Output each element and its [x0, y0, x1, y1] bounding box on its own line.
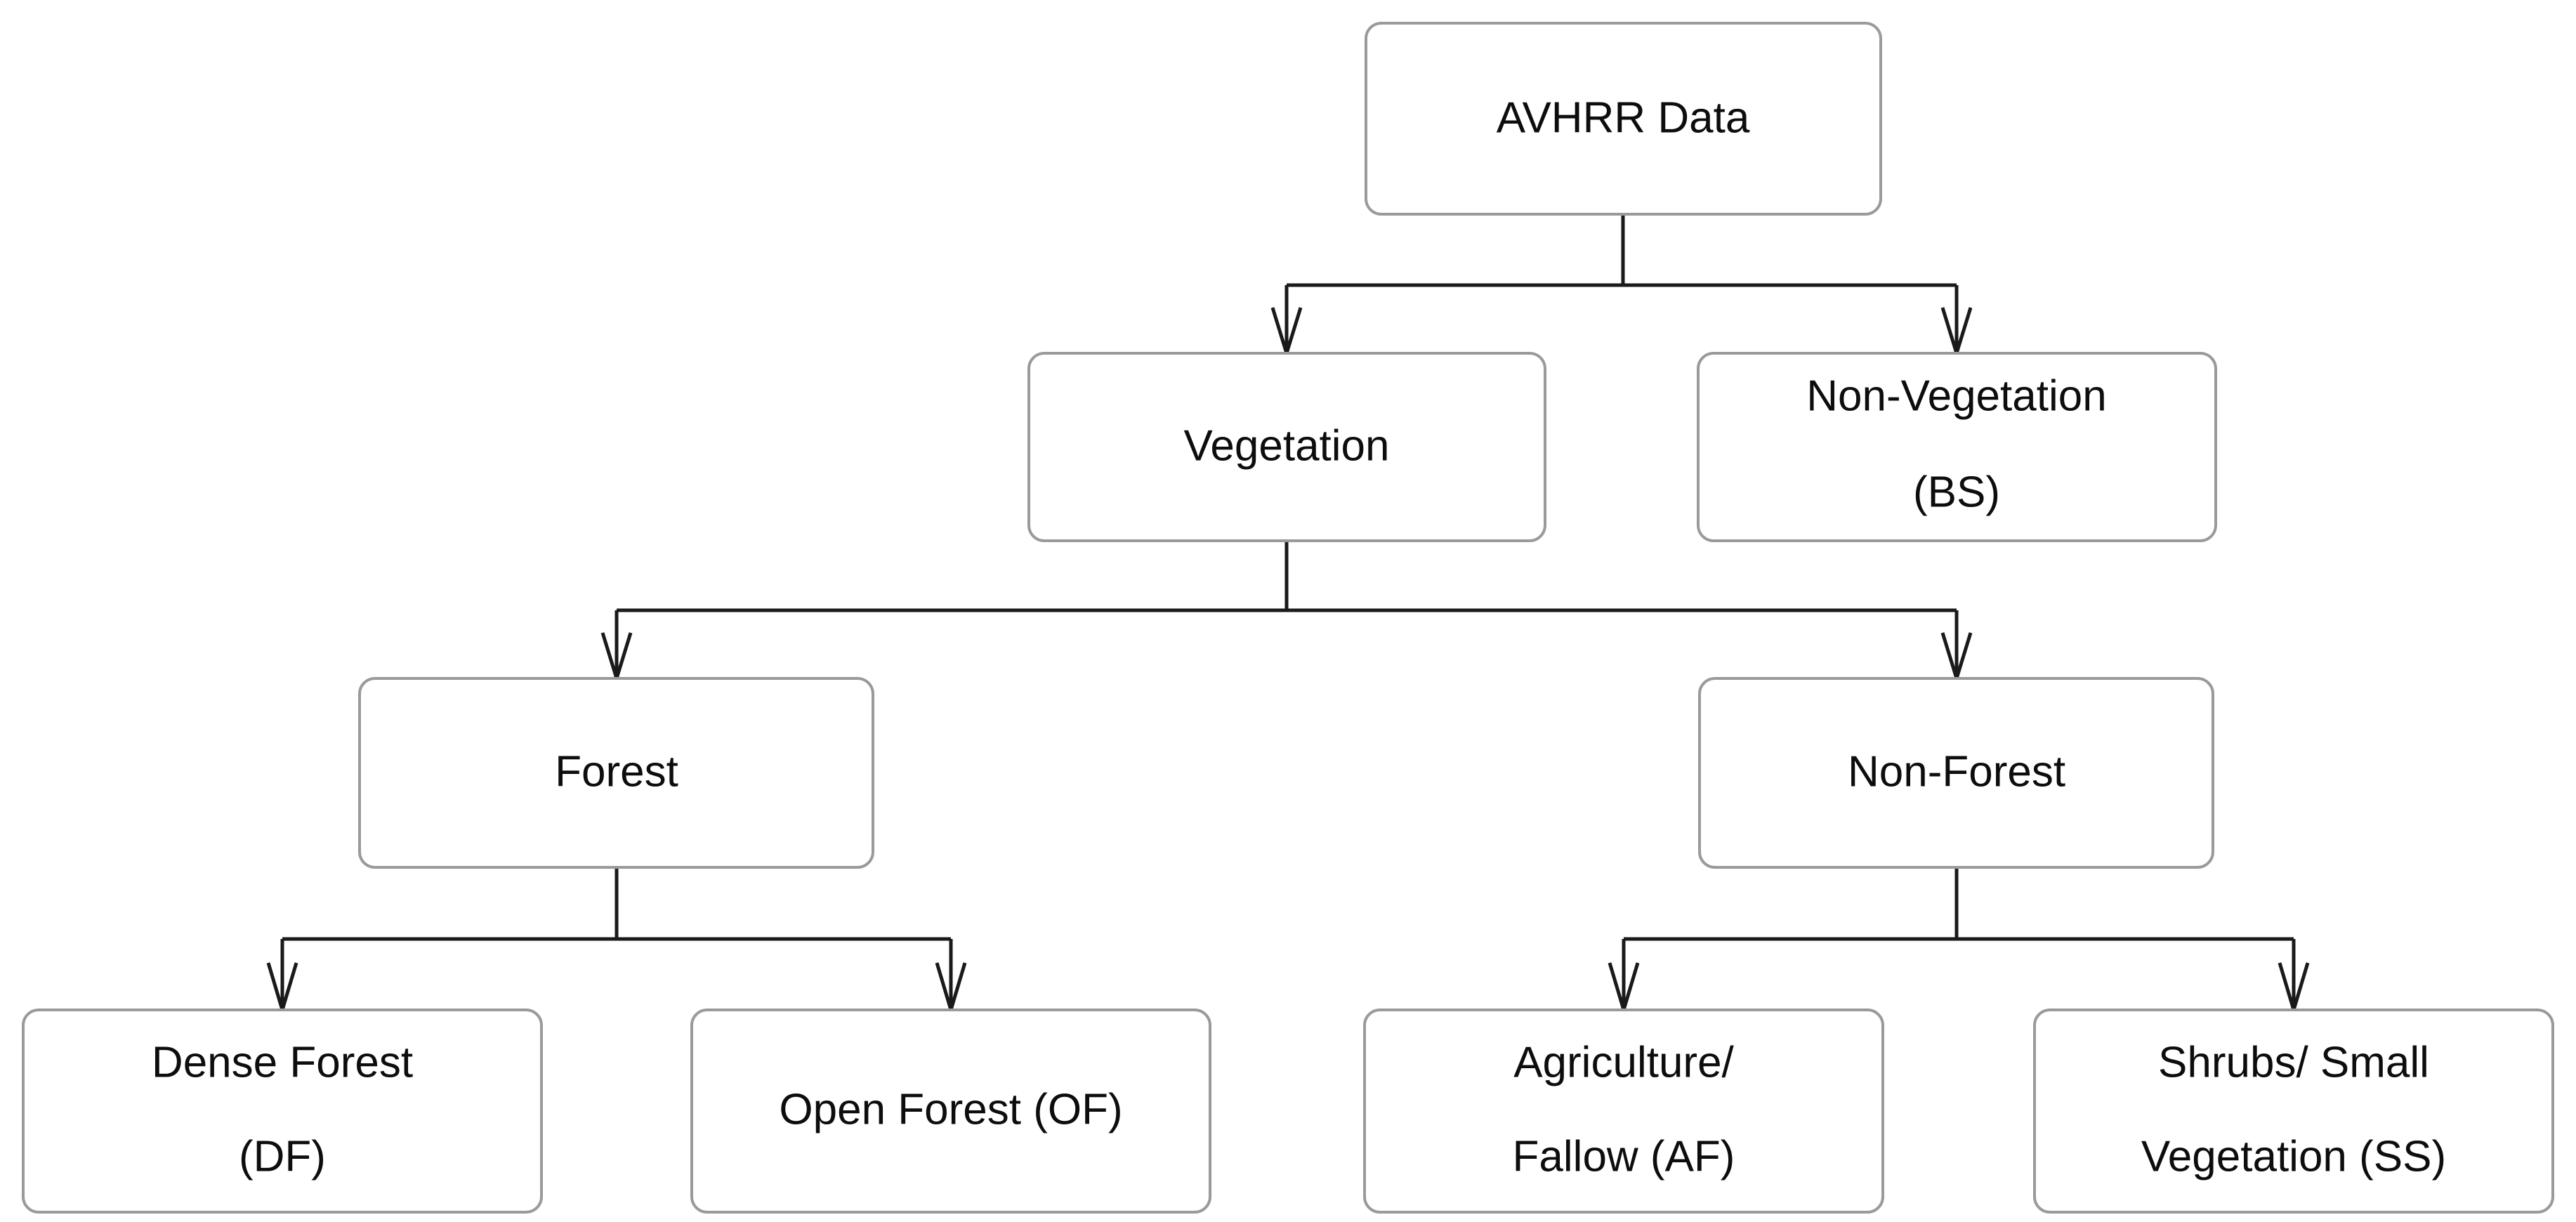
node-box-forest[interactable] — [358, 677, 874, 869]
node-label-vegetation: Vegetation — [1183, 421, 1389, 470]
branch-from-forest — [266, 867, 967, 1016]
node-box-shrubs-small-vegetation[interactable] — [2033, 1009, 2554, 1214]
node-vegetation[interactable]: Vegetation — [1027, 352, 1546, 542]
connector-layer — [266, 214, 2310, 1016]
node-label-dense-forest-line1: Dense Forest — [152, 1038, 413, 1086]
node-avhrr[interactable]: AVHRR Data — [1365, 22, 1882, 216]
node-box-dense-forest[interactable] — [22, 1009, 543, 1214]
node-dense-forest[interactable]: Dense Forest (DF) — [22, 1009, 543, 1214]
node-non-vegetation[interactable]: Non-Vegetation (BS) — [1697, 352, 2217, 542]
node-box-non-forest[interactable] — [1698, 677, 2214, 869]
node-label-agriculture-fallow-line2: Fallow (AF) — [1513, 1132, 1735, 1181]
node-agriculture-fallow[interactable]: Agriculture/ Fallow (AF) — [1363, 1009, 1884, 1214]
node-box-agriculture-fallow[interactable] — [1363, 1009, 1884, 1214]
node-box-vegetation[interactable] — [1027, 352, 1546, 542]
node-label-non-vegetation-line1: Non-Vegetation — [1806, 372, 2106, 420]
branch-from-non-forest — [1608, 867, 2310, 1016]
node-label-non-forest: Non-Forest — [1848, 747, 2065, 796]
node-label-forest: Forest — [555, 747, 678, 796]
node-label-non-vegetation-line2: (BS) — [1913, 468, 2000, 516]
node-non-forest[interactable]: Non-Forest — [1698, 677, 2214, 869]
node-label-shrubs-small-vegetation-line2: Vegetation (SS) — [2141, 1132, 2446, 1181]
node-box-avhrr[interactable] — [1365, 22, 1882, 216]
node-layer: AVHRR Data Vegetation Non-Vegetation (BS… — [22, 22, 2554, 1214]
node-label-open-forest: Open Forest (OF) — [779, 1085, 1122, 1134]
node-shrubs-small-vegetation[interactable]: Shrubs/ Small Vegetation (SS) — [2033, 1009, 2554, 1214]
node-box-open-forest[interactable] — [690, 1009, 1211, 1214]
node-box-non-vegetation[interactable] — [1697, 352, 2217, 542]
branch-from-avhrr — [1270, 214, 1973, 360]
node-label-agriculture-fallow-line1: Agriculture/ — [1513, 1038, 1734, 1086]
node-label-dense-forest-line2: (DF) — [239, 1132, 326, 1181]
node-forest[interactable]: Forest — [358, 677, 874, 869]
node-label-shrubs-small-vegetation-line1: Shrubs/ Small — [2158, 1038, 2429, 1086]
branch-from-vegetation — [600, 541, 1973, 685]
node-label-avhrr: AVHRR Data — [1497, 93, 1750, 142]
node-open-forest[interactable]: Open Forest (OF) — [690, 1009, 1211, 1214]
